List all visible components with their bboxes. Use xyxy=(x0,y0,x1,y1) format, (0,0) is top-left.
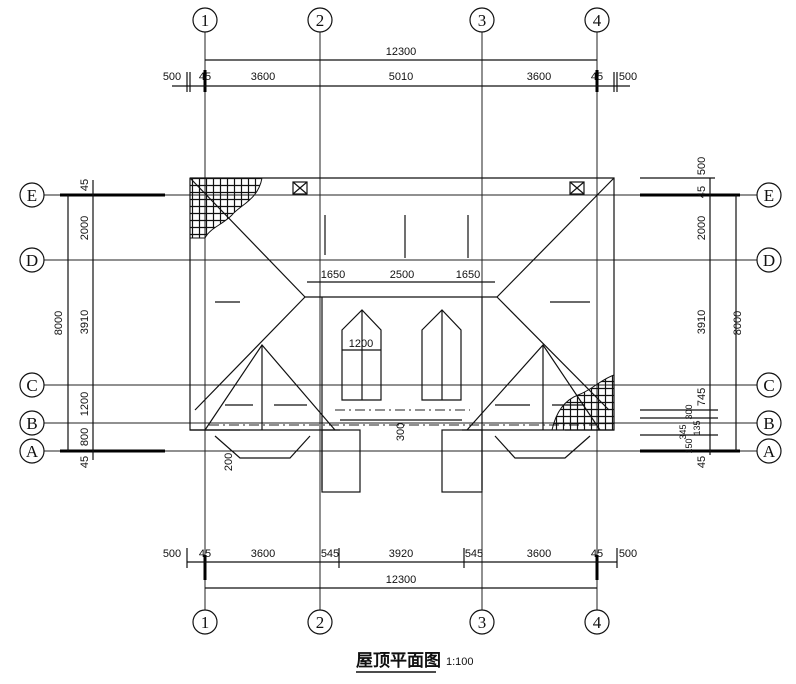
right-dim-seg: 135 xyxy=(692,420,702,435)
top-dim-seg: 500 xyxy=(619,71,637,83)
column-axis-lines xyxy=(204,32,598,610)
axis-label-2-top: 2 xyxy=(316,11,325,30)
top-dimensions: 12300 500 45 3600 5010 3600 45 500 xyxy=(163,46,637,92)
tile-hatch-bottom-right xyxy=(551,374,615,431)
axis-label-C-right: C xyxy=(763,376,774,395)
bottom-dim-seg: 3920 xyxy=(389,548,413,560)
axis-bubbles-right: E D C B A xyxy=(756,182,782,464)
top-dim-seg: 5010 xyxy=(389,71,413,83)
right-dimensions: 8000 500 45 2000 3910 745 300 345 135 15… xyxy=(640,157,744,468)
axis-label-4-top: 4 xyxy=(593,11,602,30)
top-dim-seg: 500 xyxy=(163,71,181,83)
ridge-dim: 1650 xyxy=(321,269,345,281)
ridge-dim: 2500 xyxy=(390,269,414,281)
left-dim-seg: 45 xyxy=(79,179,91,191)
bottom-dim-seg: 3600 xyxy=(251,548,275,560)
bottom-dim-seg: 545 xyxy=(321,548,339,560)
porch-column-right xyxy=(441,429,483,493)
bottom-overall-dim: 12300 xyxy=(386,574,417,586)
inner-dimensions: 1650 2500 1650 1200 300 200 xyxy=(223,269,495,471)
axis-label-E-left: E xyxy=(27,186,37,205)
axis-label-D-left: D xyxy=(26,251,38,270)
roof-outline xyxy=(189,177,615,493)
bottom-dimensions: 12300 500 45 3600 545 3920 545 3600 45 5… xyxy=(163,548,637,589)
left-dim-seg: 45 xyxy=(79,456,91,468)
right-dim-seg: 45 xyxy=(696,186,708,198)
axis-label-B-left: B xyxy=(26,414,37,433)
title-text: 屋顶平面图 xyxy=(356,651,441,671)
left-dim-seg: 3910 xyxy=(79,310,91,334)
axis-bubbles-left: E D C B A xyxy=(19,182,45,464)
axis-label-1-top: 1 xyxy=(201,11,210,30)
top-dim-seg: 3600 xyxy=(527,71,551,83)
porch-column-left xyxy=(321,429,361,493)
dormer-width-dim: 1200 xyxy=(349,338,373,350)
right-dim-seg: 345 xyxy=(678,424,688,439)
vent-right xyxy=(569,181,585,195)
bottom-dim-seg: 500 xyxy=(619,548,637,560)
axis-label-3-top: 3 xyxy=(478,11,487,30)
row-axis-lines xyxy=(44,70,757,580)
right-dim-seg: 150 xyxy=(684,438,694,453)
axis-label-D-right: D xyxy=(763,251,775,270)
axis-label-4-bottom: 4 xyxy=(593,613,602,632)
drawing-title: 屋顶平面图 1:100 xyxy=(356,651,474,673)
eave-dim: 200 xyxy=(223,453,235,471)
right-dim-seg: 45 xyxy=(696,456,708,468)
left-overall-dim: 8000 xyxy=(53,311,65,335)
top-dim-seg: 3600 xyxy=(251,71,275,83)
vent-left xyxy=(292,181,308,195)
axis-label-3-bottom: 3 xyxy=(478,613,487,632)
ridge-dim: 1650 xyxy=(456,269,480,281)
axis-label-A-left: A xyxy=(26,442,39,461)
axis-label-A-right: A xyxy=(763,442,776,461)
bottom-dim-seg: 3600 xyxy=(527,548,551,560)
top-dim-seg: 45 xyxy=(591,71,603,83)
axis-label-B-right: B xyxy=(763,414,774,433)
axis-label-1-bottom: 1 xyxy=(201,613,210,632)
right-overall-dim: 8000 xyxy=(732,311,744,335)
bottom-dim-seg: 45 xyxy=(591,548,603,560)
bottom-dim-seg: 545 xyxy=(465,548,483,560)
dormer-windows xyxy=(341,309,462,401)
right-dim-seg: 500 xyxy=(696,157,708,175)
right-dim-seg: 745 xyxy=(696,388,708,406)
axis-label-2-bottom: 2 xyxy=(316,613,325,632)
scale-text: 1:100 xyxy=(446,656,474,668)
left-dim-seg: 1200 xyxy=(79,392,91,416)
right-dim-seg: 300 xyxy=(684,404,694,419)
tile-hatch-top-left xyxy=(189,177,263,239)
left-dim-seg: 800 xyxy=(79,428,91,446)
axis-bubbles-bottom: 1 2 3 4 xyxy=(192,609,610,635)
bottom-dim-seg: 45 xyxy=(199,548,211,560)
bottom-dim-seg: 500 xyxy=(163,548,181,560)
left-dim-seg: 2000 xyxy=(79,216,91,240)
axis-bubbles-top: 1 2 3 4 xyxy=(192,7,610,33)
top-overall-dim: 12300 xyxy=(386,46,417,58)
right-dim-seg: 2000 xyxy=(696,216,708,240)
left-dimensions: 8000 45 2000 3910 1200 800 45 xyxy=(53,179,94,468)
top-dim-seg: 45 xyxy=(199,71,211,83)
right-dim-seg: 3910 xyxy=(696,310,708,334)
porch-dim: 300 xyxy=(395,423,407,441)
axis-label-C-left: C xyxy=(26,376,37,395)
axis-label-E-right: E xyxy=(764,186,774,205)
